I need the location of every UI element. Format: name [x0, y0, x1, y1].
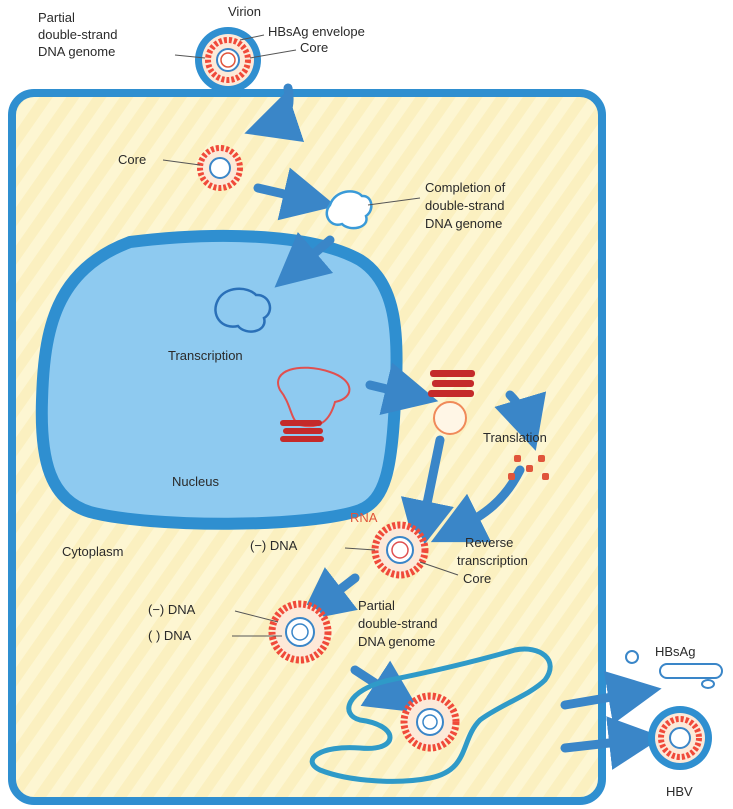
label-hbsag-envelope: HBsAg envelope	[268, 24, 365, 39]
label-cytoplasm: Cytoplasm	[62, 544, 123, 559]
label-partial-top-1: Partial	[38, 10, 75, 25]
label-core-mid: Core	[463, 571, 491, 586]
label-rna: RNA	[350, 510, 378, 525]
label-minus-dna-2: (−) DNA	[148, 602, 196, 617]
label-nucleus: Nucleus	[172, 474, 219, 489]
label-transcription: Transcription	[168, 348, 243, 363]
mrna-bars-nucleus	[280, 420, 324, 442]
mrna-bars-cytoplasm	[428, 370, 475, 397]
label-completion-1: Completion of	[425, 180, 506, 195]
label-partial-bottom-2: double-strand	[358, 616, 438, 631]
label-reverse-2: transcription	[457, 553, 528, 568]
label-virion: Virion	[228, 4, 261, 19]
label-minus-dna-1: (−) DNA	[250, 538, 298, 553]
label-core-top: Core	[300, 40, 328, 55]
free-dna-cytoplasm	[327, 191, 372, 228]
label-partial-bottom-3: DNA genome	[358, 634, 435, 649]
rna-circle-cytoplasm	[434, 402, 466, 434]
label-hbsag-right: HBsAg	[655, 644, 695, 659]
label-translation: Translation	[483, 430, 547, 445]
label-partial-top-2: double-strand	[38, 27, 118, 42]
label-plus-dna: ( ) DNA	[148, 628, 192, 643]
virion-top	[195, 27, 261, 93]
core-cell	[200, 148, 240, 188]
label-partial-top-3: DNA genome	[38, 44, 115, 59]
label-completion-2: double-strand	[425, 198, 505, 213]
label-hbv: HBV	[666, 784, 693, 799]
core-partial-dsdna	[272, 604, 328, 660]
label-reverse-1: Reverse	[465, 535, 513, 550]
core-reverse-transcription	[375, 525, 425, 575]
label-core-cell: Core	[118, 152, 146, 167]
label-partial-bottom-1: Partial	[358, 598, 395, 613]
core-in-er	[404, 696, 456, 748]
label-completion-3: DNA genome	[425, 216, 502, 231]
hbv-particle	[648, 706, 712, 770]
